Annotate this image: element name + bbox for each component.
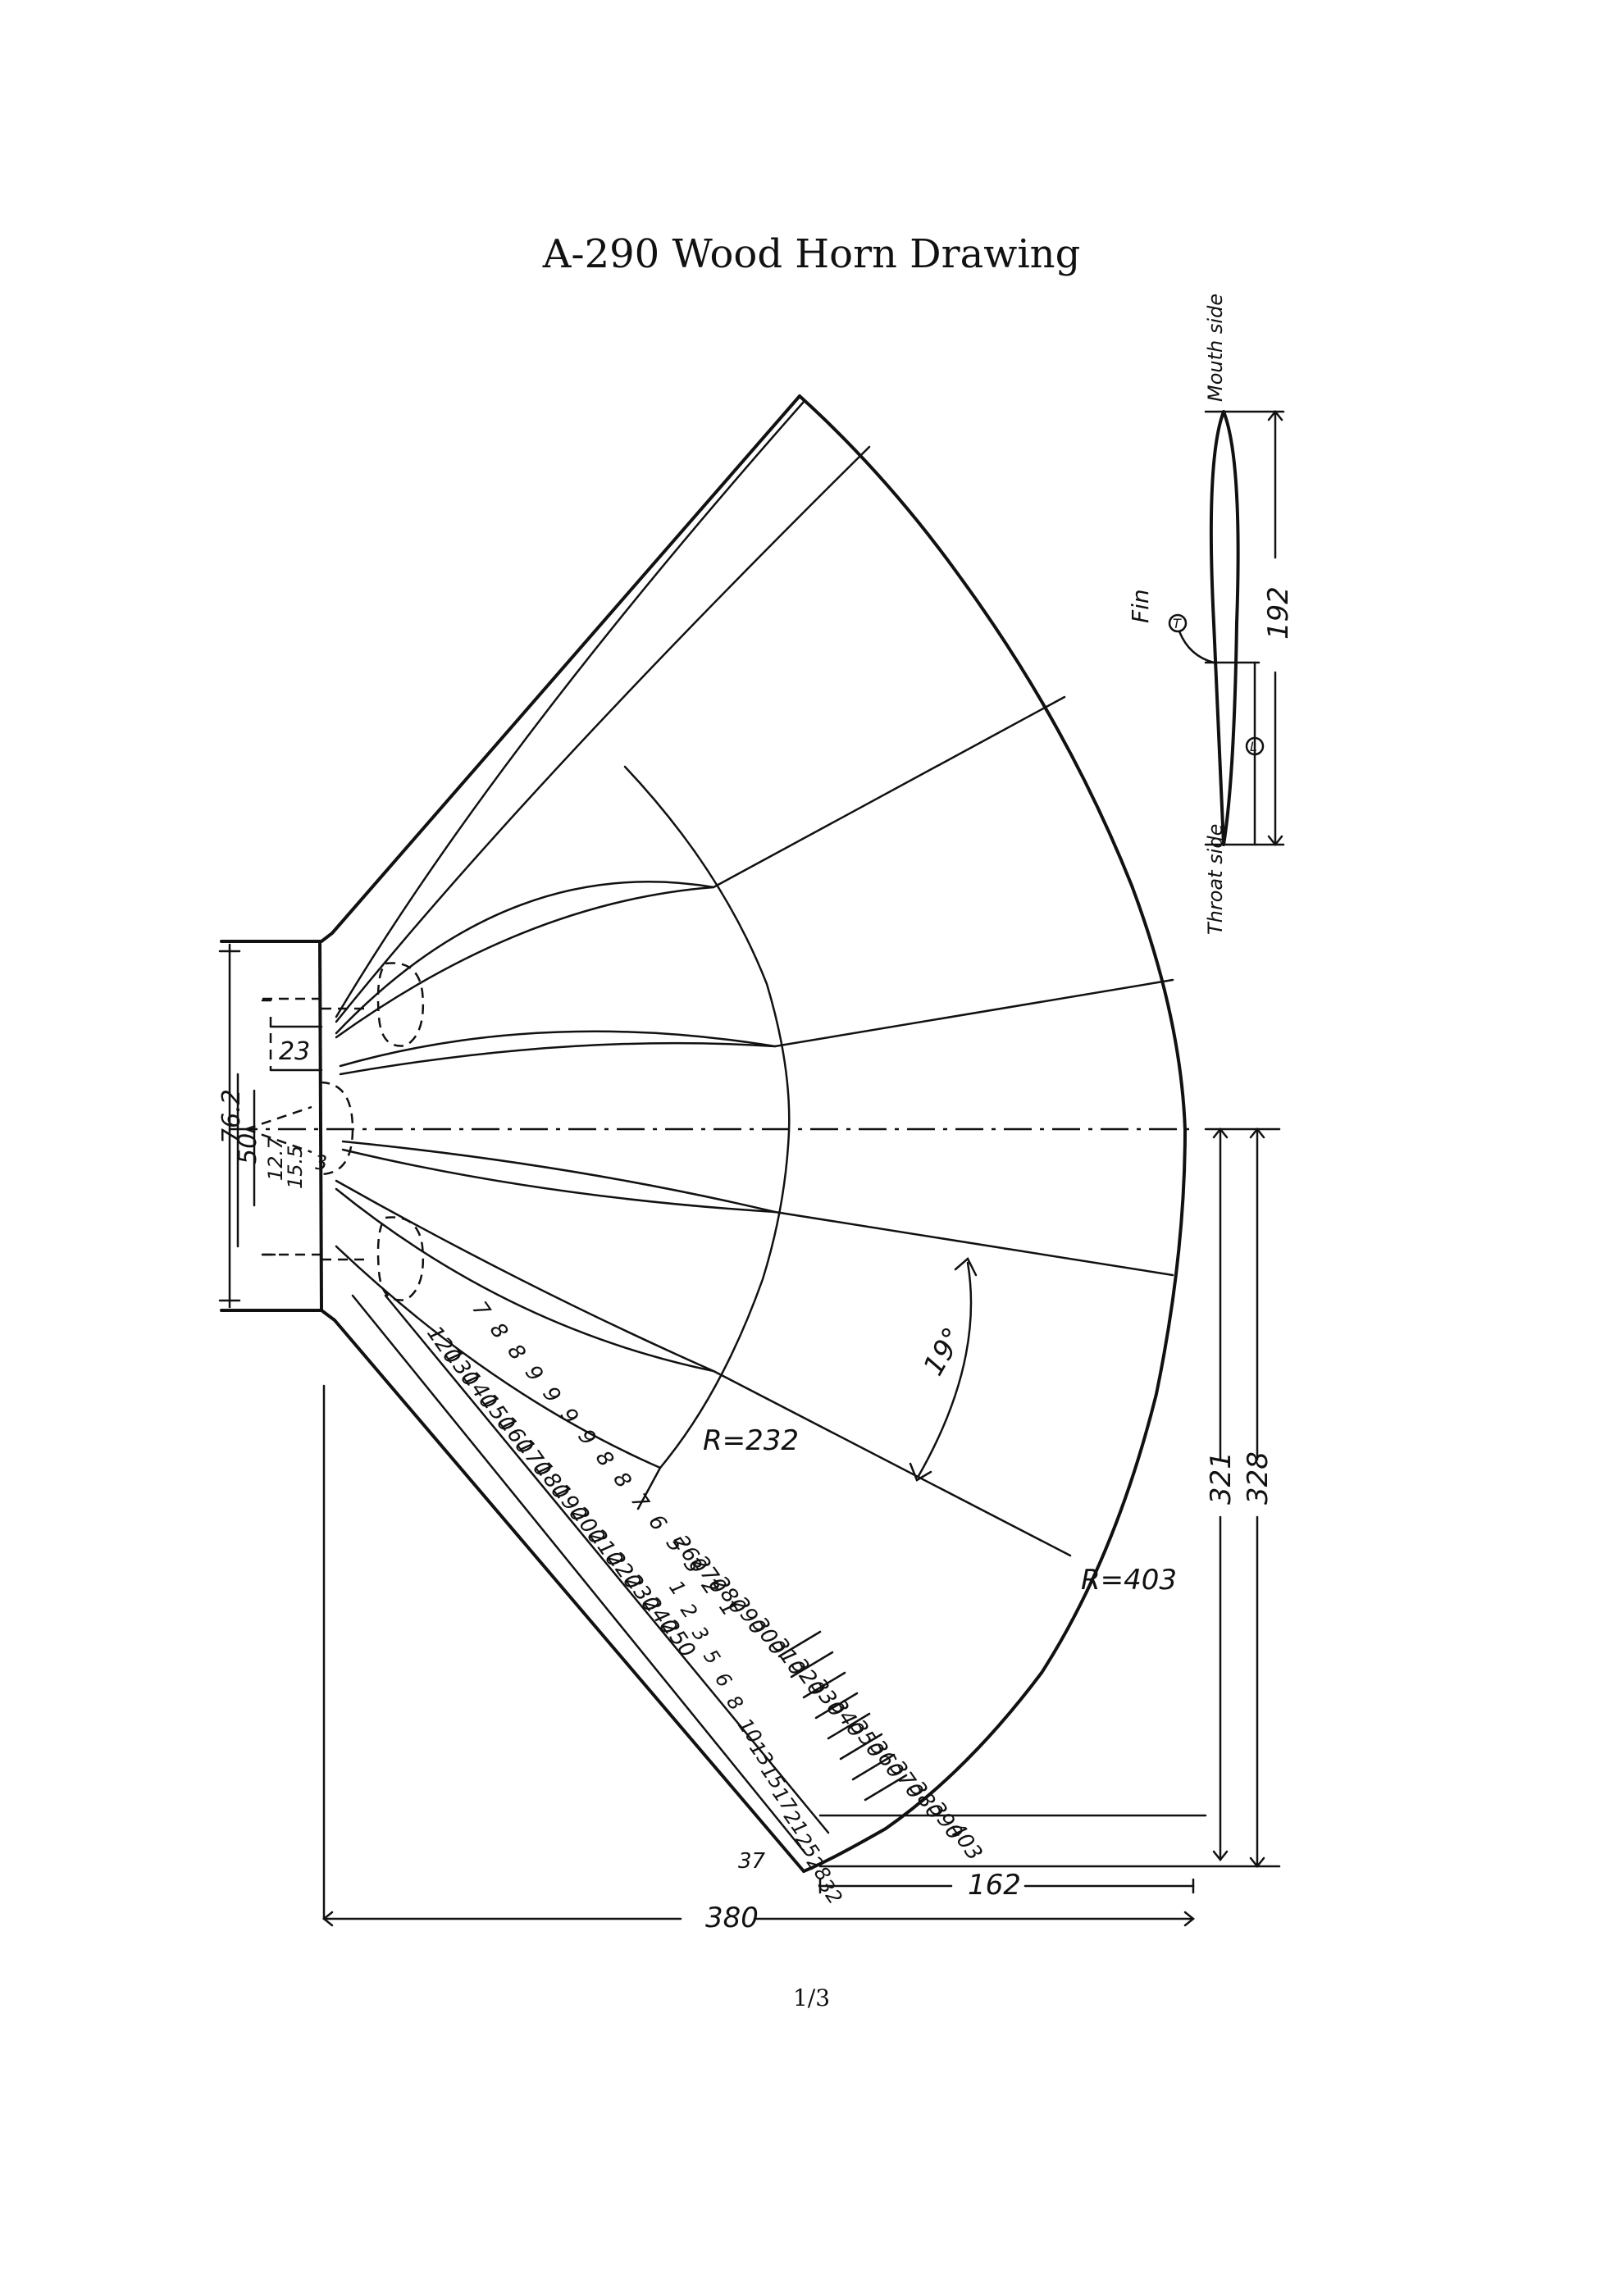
fin-mouth-label: Mouth side — [1204, 294, 1227, 402]
dimension-lines — [321, 1127, 1281, 1927]
page-title: A-290 Wood Horn Drawing — [542, 231, 1081, 277]
radius-inner-label: R=232 — [703, 1424, 799, 1457]
throat-small-b: 15.5 — [284, 1146, 307, 1189]
fin-marker-l: L — [1250, 739, 1257, 754]
width-total-label: 380 — [705, 1902, 759, 1934]
station-value: 6 — [643, 1510, 671, 1536]
station-lines — [351, 1294, 908, 1855]
station-value: 6 — [710, 1668, 736, 1692]
station-value: 7 — [467, 1297, 495, 1323]
throat-small-a: 12.7 — [264, 1137, 287, 1181]
throat-offset-label: 23 — [279, 1037, 310, 1066]
inner-arc — [623, 765, 791, 1510]
station-value: 9 — [520, 1361, 548, 1387]
width-mouth-label: 162 — [968, 1869, 1021, 1902]
station-value: 5 — [699, 1645, 725, 1669]
fin-marker-t: T — [1173, 616, 1182, 631]
station-value: 9 — [572, 1425, 600, 1451]
station-value: 8 — [608, 1468, 636, 1493]
station-value: 8 — [590, 1446, 618, 1472]
fin-detail — [1168, 409, 1285, 847]
right-station-numbers: 2602702802903003103203303403503603703803… — [668, 1531, 987, 1866]
station-value: 7 — [626, 1489, 654, 1515]
station-value: 8 — [502, 1340, 530, 1365]
station-value: 8 — [485, 1319, 513, 1344]
throat-inner-label: 50 — [234, 1133, 262, 1164]
fin-label: Fin — [1127, 589, 1154, 623]
station-value: 9 — [555, 1404, 583, 1429]
station-value: 9 — [537, 1383, 565, 1408]
height-321-label: 321 — [1205, 1451, 1238, 1505]
station-value: 1 — [664, 1576, 691, 1600]
horn-outline — [320, 394, 1187, 1873]
fin-throat-label: Throat side — [1204, 824, 1227, 935]
fin-length-label: 192 — [1262, 586, 1295, 640]
left-station-numbers: 1201301401501601701801902002102202302402… — [422, 1322, 700, 1662]
throat-height-label: 76.2 — [217, 1089, 246, 1144]
throat-small-c: 3 — [315, 1151, 327, 1174]
page-number: 1/3 — [792, 1984, 831, 2011]
height-328-label: 328 — [1242, 1451, 1274, 1505]
horn-fins — [335, 400, 1174, 1557]
throat-detail — [245, 962, 424, 1301]
station-value: 8 — [722, 1691, 748, 1715]
radius-outer-label: R=403 — [1081, 1564, 1177, 1597]
angle-indicator — [909, 1257, 978, 1482]
bottom-corner-label: 37 — [738, 1849, 766, 1874]
